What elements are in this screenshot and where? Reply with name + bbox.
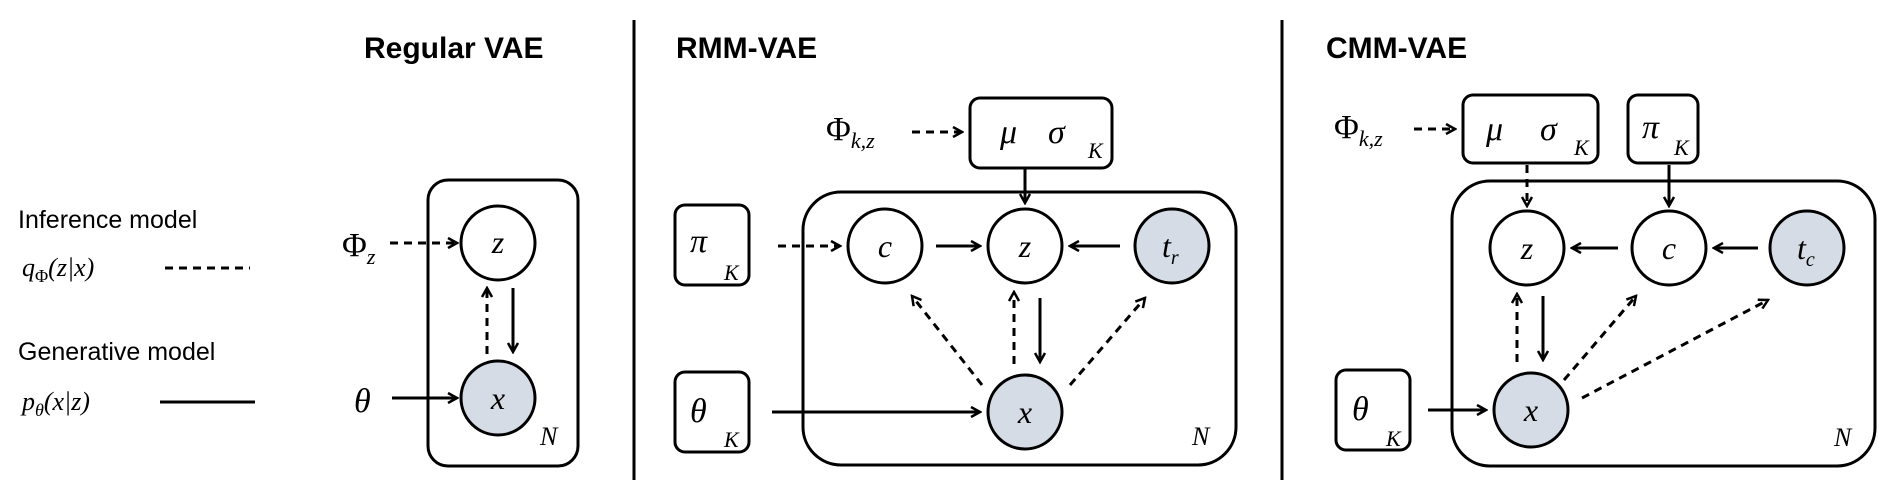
box-label-k: K [1573,135,1590,160]
symbol-sigma: σ [1540,111,1558,148]
box-theta-label-k: K [723,427,740,452]
node-z-label: z [491,224,505,260]
box-pi-rmm [673,203,751,287]
box-pi-label-k: K [723,260,740,285]
node-tr [1133,207,1211,285]
plate-regular [426,178,580,468]
symbol-mu: μ [999,114,1017,151]
node-c-label: c [878,228,892,264]
plate-label-n: N [1191,422,1211,451]
legend-generative-formula: pθ(x|z) [20,387,90,420]
param-theta: θ [354,383,371,420]
symbol-pi: π [1642,109,1660,146]
node-tr-label: tr [1162,228,1179,269]
symbol-sigma: σ [1048,114,1066,151]
box-theta-cmm [1334,368,1412,452]
node-x-label: x [1017,394,1032,430]
node-c [1630,209,1708,287]
node-z [459,204,537,282]
node-x [986,373,1064,451]
panel-cmm-vae: CMM-VAE μ σ K Φk,z π K θ K N z c tc x [1326,32,1877,468]
node-x-label: x [490,380,505,416]
edge-x-to-tc [1581,300,1768,400]
param-phi-kz: Φk,z [826,111,875,153]
param-phi-kz: Φk,z [1334,109,1383,151]
node-c [846,207,924,285]
node-tc [1768,209,1846,287]
box-theta-label-k: K [1385,426,1402,451]
plate-label-n: N [1833,423,1853,452]
node-x-label: x [1523,392,1538,428]
box-pi-cmm [1626,93,1700,165]
box-mu-sigma-rmm [968,96,1114,170]
node-x [1492,371,1570,449]
panel-regular-vae: Regular VAE N z x Φz θ [342,32,580,468]
panel-title-cmm: CMM-VAE [1326,32,1467,65]
box-mu-sigma-cmm [1461,93,1600,165]
plate-rmm [801,190,1238,467]
symbol-theta: θ [690,393,707,430]
legend: Inference model qΦ(z|x) Generative model… [18,206,255,420]
symbol-theta: θ [1352,391,1369,428]
box-pi-label-k: K [1673,135,1690,160]
node-x [459,359,537,437]
legend-inference-formula: qΦ(z|x) [22,253,94,286]
box-theta-rmm [673,370,751,454]
box-label-k: K [1087,138,1104,163]
node-z [986,207,1064,285]
node-z [1488,209,1566,287]
plate-cmm [1450,179,1877,468]
panel-title-rmm: RMM-VAE [676,32,817,65]
panel-title-regular: Regular VAE [364,32,544,65]
node-tc-label: tc [1797,230,1815,271]
edge-x-to-tr [1068,298,1145,386]
legend-inference-label: Inference model [18,206,197,234]
panel-rmm-vae: RMM-VAE μ σ K Φk,z π K θ K N c z tr x [673,32,1238,467]
symbol-mu: μ [1485,111,1503,148]
plate-label-n: N [539,422,559,451]
symbol-pi: π [690,223,708,260]
node-z-label: z [1018,228,1032,264]
param-phi-z: Φz [342,227,376,269]
edge-x-to-c [1562,296,1636,381]
node-z-label: z [1520,230,1534,266]
legend-generative-label: Generative model [18,338,215,366]
edge-x-to-c [912,296,984,386]
node-c-label: c [1662,230,1676,266]
